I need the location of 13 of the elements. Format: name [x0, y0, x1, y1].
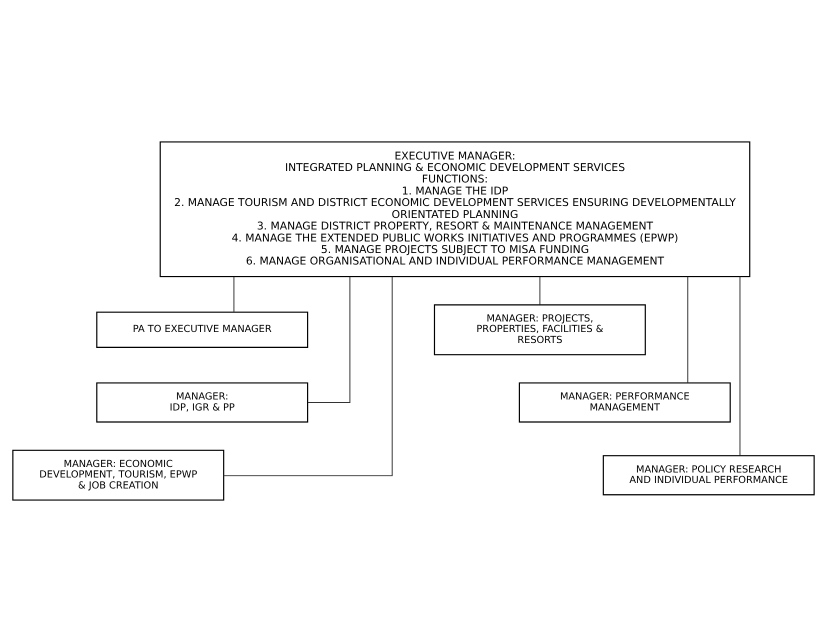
connector — [539, 276, 540, 306]
node-box: MANAGER: POLICY RESEARCH AND INDIVIDUAL PERFORMANCE — [602, 455, 815, 496]
node-box: MANAGER: ECONOMIC DEVELOPMENT, TOURISM, EPWP & JOB CREATION — [12, 450, 224, 501]
connector — [687, 276, 688, 384]
node-box: MANAGER: PERFORMANCE MANAGEMENT — [518, 382, 731, 423]
node-box: EXECUTIVE MANAGER: INTEGRATED PLANNING & ECONOMIC DEVELOPMENT SERVICES FUNCTIONS: 1. MANAGE THE IDP 2. MANAGE TOURISM AND DISTRICT ECONOMIC DEVELOPMENT SERVICES ENSURING DEVELOPMENTALLY ORIENTATED PLANNING 3. MANAGE DISTRICT PROPERTY, RESORT & MAINTENANCE MANAGEMENT 4. MANAGE THE EXTENDED PUBLIC WORKS INITIATIVES AND PROGRAMMES (EPWP) 5. MANAGE PROJECTS SUBJECT TO MISA FUNDING 6. MANAGE ORGANISATIONAL AND INDIVIDUAL PERFORMANCE MANAGEMENT — [160, 141, 750, 278]
node-box: MANAGER: PROJECTS, PROPERTIES, FACILITIES & RESORTS — [434, 304, 646, 356]
node-box: PA TO EXECUTIVE MANAGER — [96, 312, 308, 348]
connector — [223, 276, 393, 476]
connector — [307, 276, 350, 403]
node-box: MANAGER: IDP, IGR & PP — [96, 382, 308, 423]
connector — [233, 276, 234, 312]
connector — [739, 276, 740, 456]
